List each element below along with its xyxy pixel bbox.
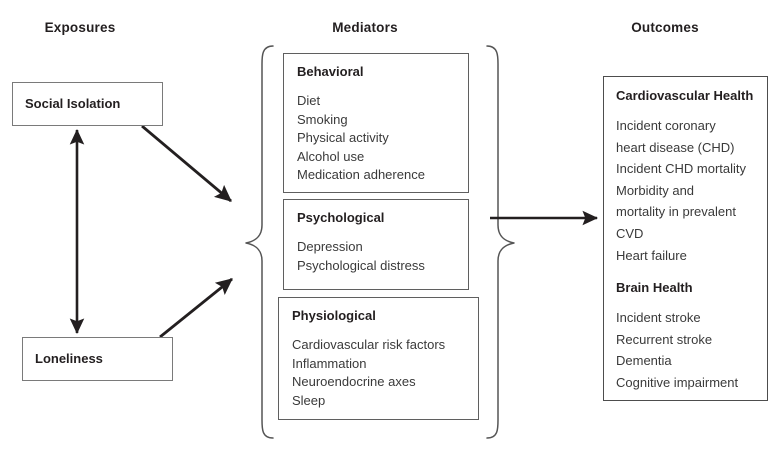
column-header-outcomes: Outcomes — [631, 20, 699, 35]
mediator-title-psychological: Psychological — [297, 210, 385, 225]
outcome-title-brain-health: Brain Health — [616, 280, 693, 295]
outcomes-box[interactable]: Cardiovascular Health Incident coronary … — [603, 76, 768, 401]
outcome-items-brain-health: Incident stroke Recurrent stroke Dementi… — [616, 310, 739, 390]
mediator-items-physiological: Cardiovascular risk factors Inflammation… — [292, 337, 446, 408]
outcome-title-cardiovascular-health: Cardiovascular Health — [616, 88, 754, 103]
mediator-box-physiological[interactable]: Physiological Cardiovascular risk factor… — [278, 297, 479, 420]
outcome-items-cardiovascular-health: Incident coronary heart disease (CHD) In… — [616, 118, 747, 263]
exposure-box-social-isolation[interactable]: Social Isolation — [12, 82, 163, 126]
exposure-label-loneliness: Loneliness — [35, 351, 103, 366]
arrow-loneliness-to-mediators — [159, 277, 233, 339]
mediator-items-psychological: Depression Psychological distress — [297, 239, 425, 273]
exposure-label-social-isolation: Social Isolation — [25, 96, 121, 111]
mediator-box-behavioral[interactable]: Behavioral Diet Smoking Physical activit… — [283, 53, 469, 193]
column-header-exposures: Exposures — [44, 20, 116, 35]
exposure-box-loneliness[interactable]: Loneliness — [22, 337, 173, 381]
mediators-left-brace-icon — [245, 45, 274, 439]
mediator-title-physiological: Physiological — [292, 308, 376, 323]
column-header-mediators: Mediators — [332, 20, 398, 35]
mediator-items-behavioral: Diet Smoking Physical activity Alcohol u… — [297, 93, 425, 183]
mediator-box-psychological[interactable]: Psychological Depression Psychological d… — [283, 199, 469, 290]
mediator-title-behavioral: Behavioral — [297, 64, 364, 79]
mediators-right-brace-icon — [486, 45, 515, 439]
arrow-social-isolation-to-mediators — [141, 124, 232, 203]
